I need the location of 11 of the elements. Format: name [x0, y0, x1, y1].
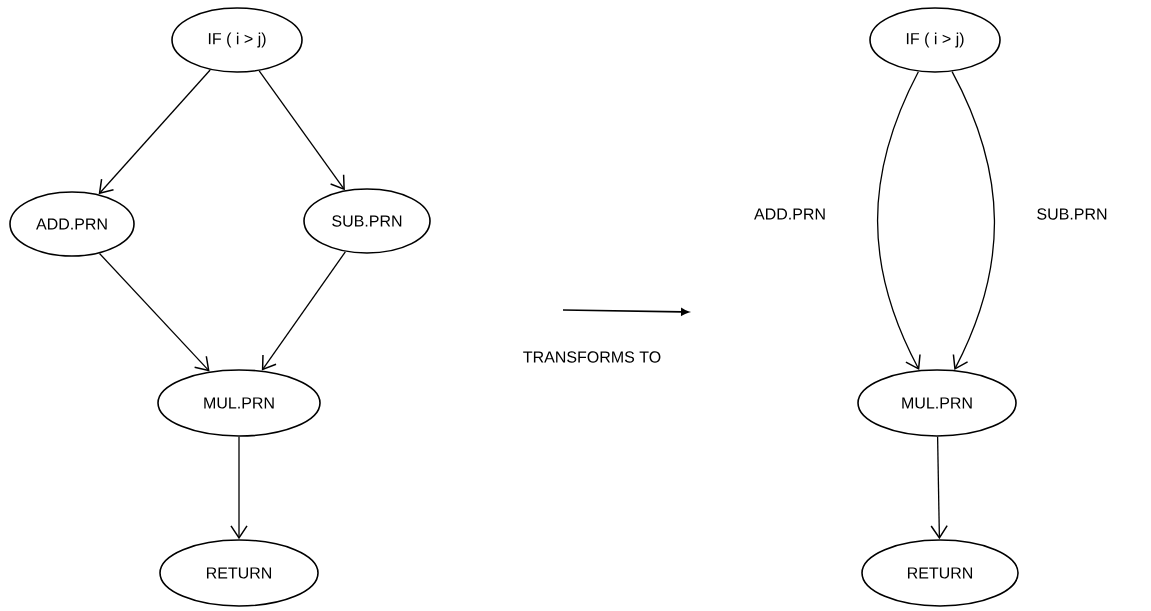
arrow	[876, 71, 921, 371]
arrow	[951, 71, 996, 370]
edge-label: ADD.PRN	[754, 208, 825, 220]
arrow	[98, 252, 210, 372]
edge-label: SUB.PRN	[1037, 208, 1107, 220]
arrow	[230, 436, 248, 540]
arrow	[261, 251, 346, 371]
arrow	[98, 69, 211, 195]
arrow	[930, 436, 948, 540]
arrow-caption: TRANSFORMS TO	[523, 351, 661, 363]
arrow	[258, 70, 345, 191]
